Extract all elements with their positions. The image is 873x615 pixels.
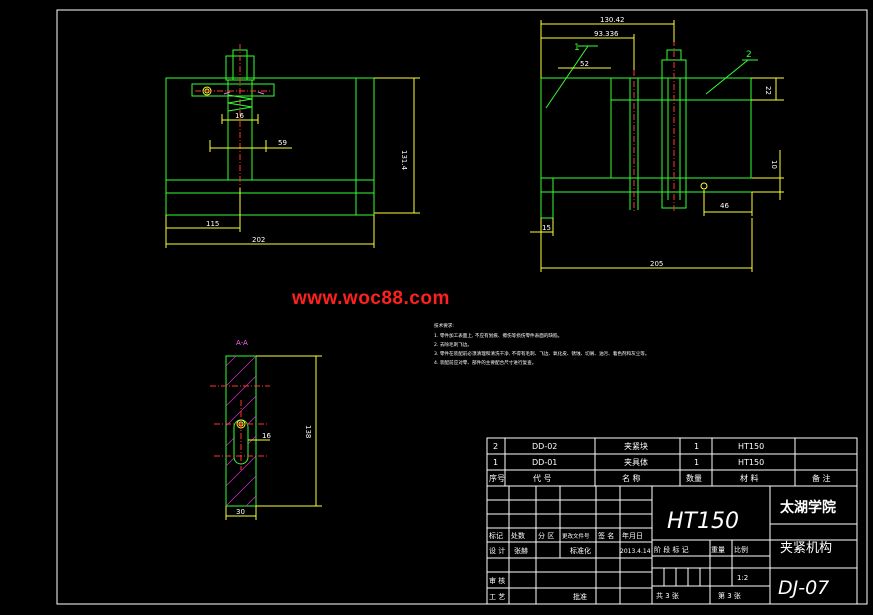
part-2-code: DD-02: [532, 442, 557, 451]
dim-16: 16: [235, 112, 244, 120]
header-material: 材 料: [740, 473, 759, 483]
rev-header-mark: 标记: [489, 531, 503, 540]
part-2-no: 2: [493, 442, 498, 451]
process-label: 工 艺: [489, 593, 505, 601]
side-view: 1 2 130.42 93.336 52 22 10 46 15 205: [530, 16, 784, 272]
dim-202: 202: [252, 236, 265, 244]
sheet-number: 第 3 张: [718, 591, 741, 600]
scale-value: 1:2: [737, 574, 748, 582]
title-block-grid: [486, 485, 858, 605]
note-line-4: 4. 装配前应对零、部件的主要配合尺寸进行复查。: [434, 359, 536, 366]
rev-header-sign: 签 名: [598, 531, 614, 540]
rev-header-doc: 更改文件号: [562, 532, 590, 540]
drawing-number: DJ-07: [778, 577, 829, 599]
balloon-2: 2: [746, 50, 752, 60]
dim-205: 205: [650, 260, 663, 268]
rev-header-count: 处数: [511, 531, 525, 540]
dim-59: 59: [278, 139, 287, 147]
drawing-frame: [56, 9, 868, 605]
header-name: 名 称: [622, 473, 641, 483]
part-1-name: 夹具体: [624, 457, 648, 467]
watermark-text: www.woc88.com: [292, 288, 450, 309]
dim-section-16: 16: [262, 432, 271, 440]
stage-mark-label: 阶 段 标 记: [654, 545, 689, 554]
scale-label: 比例: [734, 545, 748, 554]
dim-46: 46: [720, 202, 729, 210]
school-name: 太湖学院: [780, 499, 836, 516]
dim-138: 138: [304, 425, 312, 438]
rev-header-zone: 分 区: [538, 531, 554, 540]
designer-name: 张赫: [514, 546, 528, 555]
dim-52: 52: [580, 60, 589, 68]
design-date: 2013.4.14: [620, 548, 651, 555]
dim-130: 130.42: [600, 16, 625, 24]
header-qty: 数量: [686, 473, 702, 483]
notes-title: 技术要求:: [434, 322, 454, 329]
header-no: 序号: [489, 473, 505, 483]
part-1-material: HT150: [738, 458, 764, 467]
part-1-no: 1: [493, 458, 498, 467]
note-line-1: 1. 零件加工表面上, 不应有划痕、擦伤等损伤零件表面的缺陷。: [434, 332, 562, 339]
drawing-name: 夹紧机构: [780, 541, 832, 556]
material-large: HT150: [667, 509, 739, 534]
dim-10: 10: [770, 160, 778, 169]
dim-15: 15: [542, 224, 551, 232]
header-remark: 备 注: [812, 473, 831, 483]
part-2-name: 夹紧块: [624, 441, 648, 451]
technical-notes: 技术要求: 1. 零件加工表面上, 不应有划痕、擦伤等损伤零件表面的缺陷。 2.…: [434, 322, 650, 366]
part-1-code: DD-01: [532, 458, 557, 467]
part-2-material: HT150: [738, 442, 764, 451]
dim-93: 93.336: [594, 30, 619, 38]
front-view: 16 59 115 202 131.4: [165, 44, 420, 248]
dim-115: 115: [206, 220, 219, 228]
note-line-2: 2. 去除毛刺飞边。: [434, 341, 472, 348]
section-label: A-A: [236, 339, 248, 347]
approve-label: 批准: [573, 592, 587, 601]
review-label: 审 核: [489, 576, 505, 585]
weight-label: 重量: [711, 546, 725, 554]
dim-131: 131.4: [400, 150, 408, 171]
note-line-3: 3. 零件在装配前必须清理和清洗干净, 不得有毛刺、飞边、氧化皮、锈蚀、切屑、油…: [434, 350, 650, 357]
dim-22: 22: [764, 86, 772, 95]
rev-header-date: 年月日: [622, 531, 643, 540]
header-code: 代 号: [533, 473, 552, 483]
total-sheets: 共 3 张: [656, 591, 679, 600]
part-1-qty: 1: [694, 458, 699, 467]
design-label: 设 计: [489, 546, 505, 555]
balloon-1: 1: [574, 43, 580, 53]
section-view: A-A 138 16 30: [210, 339, 322, 520]
part-2-qty: 1: [694, 442, 699, 451]
dim-30: 30: [236, 508, 245, 516]
standardization-label: 标准化: [570, 546, 591, 555]
